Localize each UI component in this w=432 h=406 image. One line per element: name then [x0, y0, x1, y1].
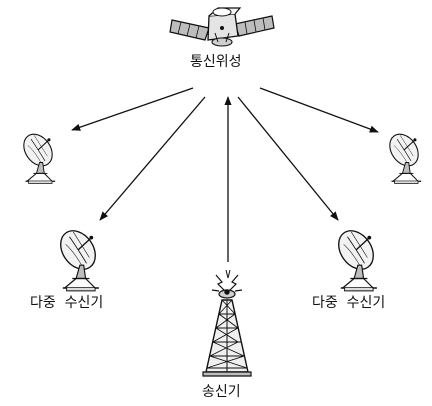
satellite-dish-lower-left-icon — [52, 223, 104, 292]
satellite-dish-upper-right-icon — [383, 128, 425, 185]
downlink-arrow-upper-left — [71, 87, 194, 131]
satellite-label: 통신위성 — [190, 54, 242, 70]
signal-arrows — [71, 87, 379, 262]
downlink-arrow-lower-left — [99, 96, 206, 221]
satellite-dish-upper-left-icon — [17, 128, 59, 185]
receiver-label-right: 다중 수신기 — [312, 295, 386, 311]
satellite-dish-lower-right-icon — [330, 223, 382, 292]
downlink-arrow-lower-right — [237, 96, 339, 221]
satellite-icon — [169, 7, 275, 47]
transmitter-label: 송신기 — [202, 384, 241, 400]
downlink-arrow-upper-right — [259, 87, 379, 133]
transmitter-tower-icon — [202, 269, 252, 377]
receiver-label-left: 다중 수신기 — [30, 295, 104, 311]
